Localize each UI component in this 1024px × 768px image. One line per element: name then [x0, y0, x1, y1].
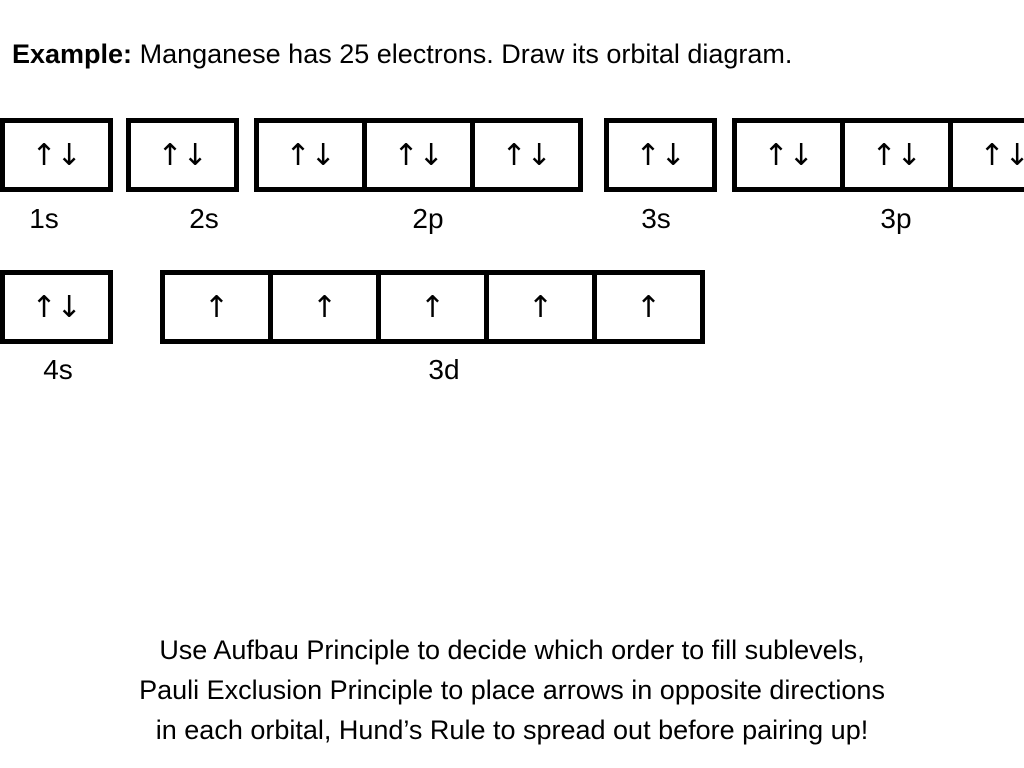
- orbital-3d: ↑ ↑ ↑ ↑ ↑: [160, 270, 705, 344]
- sublevel-label-4s: 4s: [43, 354, 73, 385]
- rules-summary: Use Aufbau Principle to decide which ord…: [0, 630, 1024, 750]
- orbital-box: ↑↓: [0, 118, 113, 192]
- sublevel-label-2s: 2s: [189, 203, 219, 234]
- sublevel-label-3s: 3s: [641, 203, 671, 234]
- orbital-box: ↑↓: [948, 118, 1024, 192]
- orbital-box: ↑↓: [254, 118, 367, 192]
- orbital-box: ↑↓: [362, 118, 475, 192]
- orbital-1s: ↑↓: [0, 118, 113, 192]
- orbital-box: ↑: [160, 270, 273, 344]
- sublevel-label-1s: 1s: [29, 203, 59, 234]
- orbital-3s: ↑↓: [604, 118, 717, 192]
- example-label: Example:: [12, 39, 133, 69]
- orbital-3p: ↑↓ ↑↓ ↑↓: [732, 118, 1024, 192]
- rules-line: Pauli Exclusion Principle to place arrow…: [139, 675, 885, 705]
- example-prompt: Manganese has 25 electrons. Draw its orb…: [139, 39, 793, 69]
- example-heading: Example: Manganese has 25 electrons. Dra…: [12, 36, 792, 72]
- orbital-box: ↑↓: [732, 118, 845, 192]
- orbital-box: ↑↓: [840, 118, 953, 192]
- orbital-box: ↑↓: [126, 118, 239, 192]
- orbital-2p: ↑↓ ↑↓ ↑↓: [254, 118, 583, 192]
- orbital-box: ↑: [376, 270, 489, 344]
- orbital-2s: ↑↓: [126, 118, 239, 192]
- sublevel-label-3d: 3d: [428, 354, 460, 385]
- rules-line: in each orbital, Hund’s Rule to spread o…: [155, 715, 869, 745]
- sublevel-label-3p: 3p: [880, 203, 912, 234]
- orbital-box: ↑↓: [470, 118, 583, 192]
- sublevel-label-2p: 2p: [412, 203, 444, 234]
- orbital-box: ↑↓: [0, 270, 113, 344]
- orbital-box: ↑: [268, 270, 381, 344]
- orbital-box: ↑↓: [604, 118, 717, 192]
- orbital-box: ↑: [592, 270, 705, 344]
- orbital-4s: ↑↓: [0, 270, 113, 344]
- orbital-box: ↑: [484, 270, 597, 344]
- rules-line: Use Aufbau Principle to decide which ord…: [159, 635, 865, 665]
